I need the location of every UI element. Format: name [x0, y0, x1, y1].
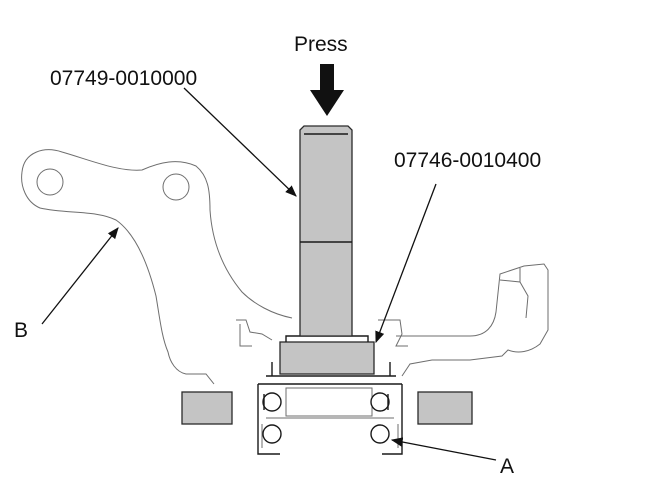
leader-driver: [183, 87, 297, 197]
bearing-ball-upper-right: [370, 392, 390, 412]
driver-part-number: 07749-0010000: [50, 67, 198, 90]
callout-a: A: [500, 455, 515, 478]
bearing-ball-lower-right: [370, 424, 390, 444]
press-label: Press: [294, 33, 348, 56]
knuckle-housing: [21, 149, 549, 385]
down-arrow-icon: [310, 64, 344, 116]
leader-a: [390, 437, 497, 461]
bearing-ball-upper-left: [262, 392, 282, 412]
leader-attachment: [375, 183, 437, 344]
callout-b: B: [14, 319, 29, 342]
bearing-ball-lower-left: [262, 424, 282, 444]
driver-tool: [299, 125, 353, 337]
leader-b: [41, 227, 119, 325]
attachment-tool: [279, 335, 375, 375]
support-block-left: [181, 391, 233, 425]
bearing-assembly: [257, 362, 403, 455]
support-block-right: [417, 391, 473, 425]
attachment-part-number: 07746-0010400: [394, 149, 542, 172]
